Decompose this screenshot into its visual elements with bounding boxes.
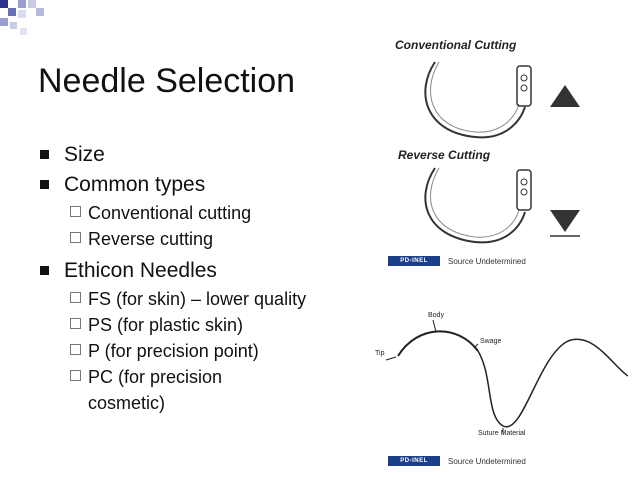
checkbox-bullet-icon	[70, 232, 81, 243]
tip-label: Tip	[375, 350, 385, 357]
checkbox-bullet-icon	[70, 318, 81, 329]
bullet-text: Ethicon Needles	[64, 259, 217, 282]
bullet-item: Ethicon Needles	[40, 256, 360, 286]
source-text: Source Undetermined	[448, 456, 526, 466]
suture-material-label: Suture Material	[478, 430, 526, 437]
bullet-list: Size Common types Conventional cutting R…	[40, 140, 360, 416]
sub-bullet-item: PS (for plastic skin)	[40, 312, 360, 338]
sub-bullet-text: Conventional cutting	[88, 203, 252, 223]
bullet-item: Common types	[40, 170, 360, 200]
image-credit: PD-INEL Source Undetermined	[388, 455, 526, 467]
sub-bullet-text: PC (for precision cosmetic)	[88, 367, 223, 413]
sub-bullet-text: PS (for plastic skin)	[88, 315, 244, 335]
sub-bullet-item: FS (for skin) – lower quality	[40, 286, 360, 312]
source-text: Source Undetermined	[448, 256, 526, 266]
checkbox-bullet-icon	[70, 344, 81, 355]
slide-title: Needle Selection	[38, 62, 296, 100]
conventional-cutting-caption: Conventional Cutting	[395, 38, 517, 52]
reverse-cutting-needle-image	[424, 167, 580, 244]
sub-bullet-item: Conventional cutting	[40, 200, 360, 226]
square-bullet-icon	[40, 150, 49, 159]
image-credit: PD-INEL Source Undetermined	[388, 255, 526, 267]
checkbox-bullet-icon	[70, 370, 81, 381]
checkbox-bullet-icon	[70, 292, 81, 303]
sub-bullet-item: P (for precision point)	[40, 338, 360, 364]
corner-decoration	[0, 0, 44, 35]
pd-inel-badge: PD-INEL	[388, 256, 440, 266]
checkbox-bullet-icon	[70, 206, 81, 217]
sub-bullet-text: P (for precision point)	[88, 341, 259, 361]
swage-label: Swage	[480, 338, 502, 345]
pd-inel-badge: PD-INEL	[388, 456, 440, 466]
sub-bullet-item: PC (for precision cosmetic)	[40, 364, 360, 416]
sub-bullet-text: FS (for skin) – lower quality	[88, 289, 307, 309]
square-bullet-icon	[40, 180, 49, 189]
body-label: Body	[428, 312, 444, 319]
conventional-cutting-needle-image	[424, 61, 580, 139]
sub-bullet-text: Reverse cutting	[88, 229, 214, 249]
bullet-item: Size	[40, 140, 360, 170]
reverse-cutting-caption: Reverse Cutting	[398, 148, 491, 162]
bullet-text: Size	[64, 143, 105, 166]
square-bullet-icon	[40, 266, 49, 275]
needle-anatomy-diagram	[385, 319, 628, 434]
bullet-text: Common types	[64, 173, 206, 196]
sub-bullet-item: Reverse cutting	[40, 226, 360, 252]
